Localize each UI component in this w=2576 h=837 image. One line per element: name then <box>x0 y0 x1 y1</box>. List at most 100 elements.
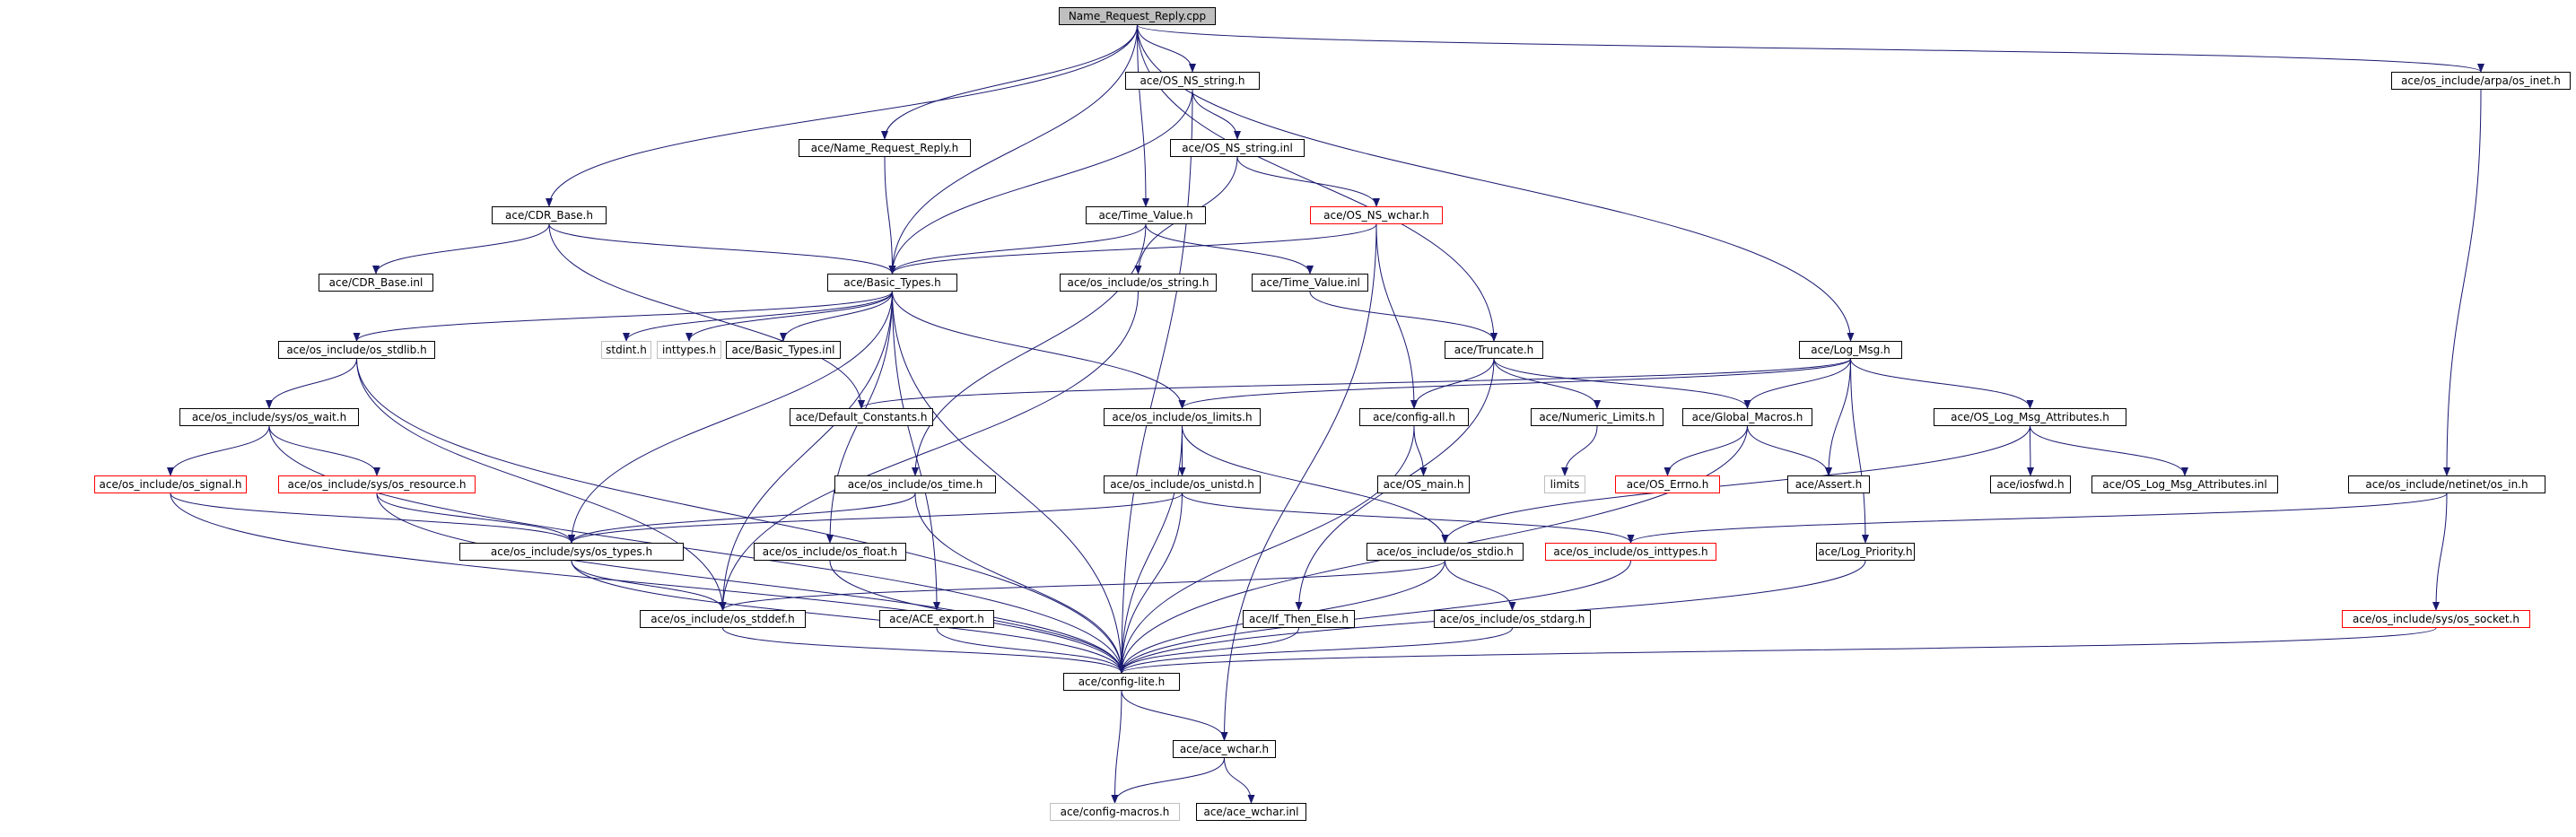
edge-n39-n45 <box>1445 560 1516 611</box>
node-ace-log-priority-h[interactable]: ace/Log_Priority.h <box>1816 543 1915 561</box>
edge-n25-n34 <box>2026 425 2034 476</box>
node-ace-numeric-limits-h[interactable]: ace/Numeric_Limits.h <box>1531 408 1663 426</box>
node-ace-os-include-os-float-h[interactable]: ace/os_include/os_float.h <box>754 543 906 561</box>
node-ace-os-include-sys-os-resource-h[interactable]: ace/os_include/sys/os_resource.h <box>278 475 476 493</box>
edge-n6-n20 <box>548 223 865 409</box>
node-ace-os-log-msg-attributes-h[interactable]: ace/OS_Log_Msg_Attributes.h <box>1934 408 2126 426</box>
edge-n23-n31 <box>1561 425 1598 476</box>
node-ace-os-ns-wchar-h[interactable]: ace/OS_NS_wchar.h <box>1310 206 1443 224</box>
edge-n28-n37 <box>568 493 916 544</box>
node-ace-os-main-h[interactable]: ace/OS_main.h <box>1377 475 1470 493</box>
edge-n47-n48 <box>1121 690 1228 741</box>
edge-n10-n47 <box>892 291 1125 674</box>
node-ace-ace-export-h[interactable]: ace/ACE_export.h <box>879 610 994 628</box>
edge-n7-n10 <box>888 223 1147 275</box>
edge-n1-n3 <box>1137 24 2484 73</box>
node-ace-global-macros-h[interactable]: ace/Global_Macros.h <box>1682 408 1812 426</box>
edge-n10-n42 <box>719 291 893 611</box>
edge-n24-n32 <box>1663 425 1748 476</box>
edge-n1-n7 <box>1137 24 1149 207</box>
node-ace-os-ns-string-h[interactable]: ace/OS_NS_string.h <box>1125 72 1260 90</box>
node-ace-assert-h[interactable]: ace/Assert.h <box>1787 475 1870 493</box>
node-ace-os-errno-h[interactable]: ace/OS_Errno.h <box>1615 475 1720 493</box>
node-ace-truncate-h[interactable]: ace/Truncate.h <box>1445 341 1543 359</box>
edge-n5-n8 <box>1236 156 1380 207</box>
edge-n37-n47 <box>571 560 1125 674</box>
edge-n48-n49 <box>1111 757 1225 804</box>
edge-n28-n47 <box>914 493 1125 674</box>
edge-n13-n42 <box>356 358 727 611</box>
node-ace-cdr-base-h[interactable]: ace/CDR_Base.h <box>492 206 607 224</box>
edge-n4-n10 <box>884 156 896 275</box>
node-ace-os-include-arpa-os-inet-h[interactable]: ace/os_include/arpa/os_inet.h <box>2391 72 2571 90</box>
node-ace-os-include-sys-os-wait-h[interactable]: ace/os_include/sys/os_wait.h <box>179 408 359 426</box>
node-ace-config-all-h[interactable]: ace/config-all.h <box>1359 408 1469 426</box>
edge-n10-n13 <box>353 291 893 342</box>
edge-n43-n47 <box>936 627 1125 674</box>
edge-n27-n37 <box>376 493 575 544</box>
edge-n3-n36 <box>2443 89 2482 476</box>
edge-n8-n10 <box>888 223 1377 275</box>
node-inttypes-h: inttypes.h <box>657 341 721 359</box>
node-ace-os-include-os-string-h[interactable]: ace/os_include/os_string.h <box>1060 274 1217 292</box>
edge-n26-n47 <box>170 493 1125 674</box>
node-ace-os-include-os-limits-h[interactable]: ace/os_include/os_limits.h <box>1104 408 1261 426</box>
node-name-request-reply-cpp: Name_Request_Reply.cpp <box>1059 7 1216 25</box>
edge-n48-n50 <box>1224 757 1255 804</box>
node-ace-os-include-os-stdlib-h[interactable]: ace/os_include/os_stdlib.h <box>278 341 435 359</box>
node-ace-os-include-os-stdarg-h[interactable]: ace/os_include/os_stdarg.h <box>1434 610 1591 628</box>
node-ace-os-include-os-unistd-h[interactable]: ace/os_include/os_unistd.h <box>1104 475 1261 493</box>
edge-n18-n33 <box>1825 358 1851 476</box>
node-ace-os-include-sys-os-socket-h[interactable]: ace/os_include/sys/os_socket.h <box>2342 610 2530 628</box>
edge-n6-n10 <box>548 223 896 275</box>
edge-n39-n42 <box>719 560 1445 611</box>
edge-n25-n35 <box>2030 425 2188 476</box>
edge-n25-n39 <box>1441 425 2030 544</box>
edge-n40-n47 <box>1118 560 1631 674</box>
node-ace-os-include-os-stddef-h[interactable]: ace/os_include/os_stddef.h <box>640 610 806 628</box>
node-ace-os-include-sys-os-types-h[interactable]: ace/os_include/sys/os_types.h <box>459 543 684 561</box>
edge-n2-n10 <box>888 89 1193 275</box>
node-ace-name-request-reply-h[interactable]: ace/Name_Request_Reply.h <box>799 139 971 157</box>
edge-n2-n5 <box>1192 89 1241 140</box>
node-ace-time-value-inl[interactable]: ace/Time_Value.inl <box>1252 274 1368 292</box>
edge-n10-n21 <box>892 291 1186 409</box>
node-ace-iosfwd-h[interactable]: ace/iosfwd.h <box>1990 475 2071 493</box>
edge-n36-n46 <box>2432 493 2448 611</box>
node-ace-os-ns-string-inl[interactable]: ace/OS_NS_string.inl <box>1170 139 1305 157</box>
node-ace-config-lite-h[interactable]: ace/config-lite.h <box>1063 673 1180 691</box>
node-ace-os-include-os-stdio-h[interactable]: ace/os_include/os_stdio.h <box>1367 543 1524 561</box>
node-ace-time-value-h[interactable]: ace/Time_Value.h <box>1086 206 1206 224</box>
node-ace-os-include-netinet-os-in-h[interactable]: ace/os_include/netinet/os_in.h <box>2348 475 2545 493</box>
node-ace-if-then-else-h[interactable]: ace/If_Then_Else.h <box>1243 610 1355 628</box>
edge-n19-n27 <box>268 425 380 476</box>
edge-n42-n47 <box>722 627 1125 674</box>
edge-n46-n47 <box>1118 627 2437 674</box>
edge-n21-n39 <box>1182 425 1449 544</box>
node-ace-default-constants-h[interactable]: ace/Default_Constants.h <box>790 408 933 426</box>
edge-n47-n49 <box>1111 690 1122 804</box>
edge-n7-n28 <box>912 223 1147 476</box>
node-ace-os-log-msg-attributes-inl[interactable]: ace/OS_Log_Msg_Attributes.inl <box>2091 475 2278 493</box>
edge-n18-n25 <box>1850 358 2034 409</box>
node-ace-ace-wchar-inl[interactable]: ace/ace_wchar.inl <box>1196 803 1306 821</box>
edge-n29-n40 <box>1182 493 1635 544</box>
node-ace-os-include-os-time-h[interactable]: ace/os_include/os_time.h <box>834 475 996 493</box>
edge-n17-n22 <box>1410 358 1495 409</box>
node-ace-os-include-os-signal-h[interactable]: ace/os_include/os_signal.h <box>94 475 247 493</box>
node-ace-log-msg-h[interactable]: ace/Log_Msg.h <box>1799 341 1902 359</box>
node-ace-os-include-os-inttypes-h[interactable]: ace/os_include/os_inttypes.h <box>1545 543 1716 561</box>
node-ace-basic-types-inl[interactable]: ace/Basic_Types.inl <box>726 341 841 359</box>
edge-n26-n37 <box>170 493 575 544</box>
node-ace-cdr-base-inl[interactable]: ace/CDR_Base.inl <box>319 274 433 292</box>
edge-n19-n26 <box>167 425 270 476</box>
edge-n36-n40 <box>1627 493 2448 544</box>
node-ace-ace-wchar-h[interactable]: ace/ace_wchar.h <box>1173 740 1276 758</box>
node-ace-basic-types-h[interactable]: ace/Basic_Types.h <box>827 274 957 292</box>
node-stdint-h: stdint.h <box>601 341 651 359</box>
edge-n37-n42 <box>571 560 727 611</box>
node-ace-config-macros-h: ace/config-macros.h <box>1050 803 1180 821</box>
edge-n29-n37 <box>568 493 1183 544</box>
